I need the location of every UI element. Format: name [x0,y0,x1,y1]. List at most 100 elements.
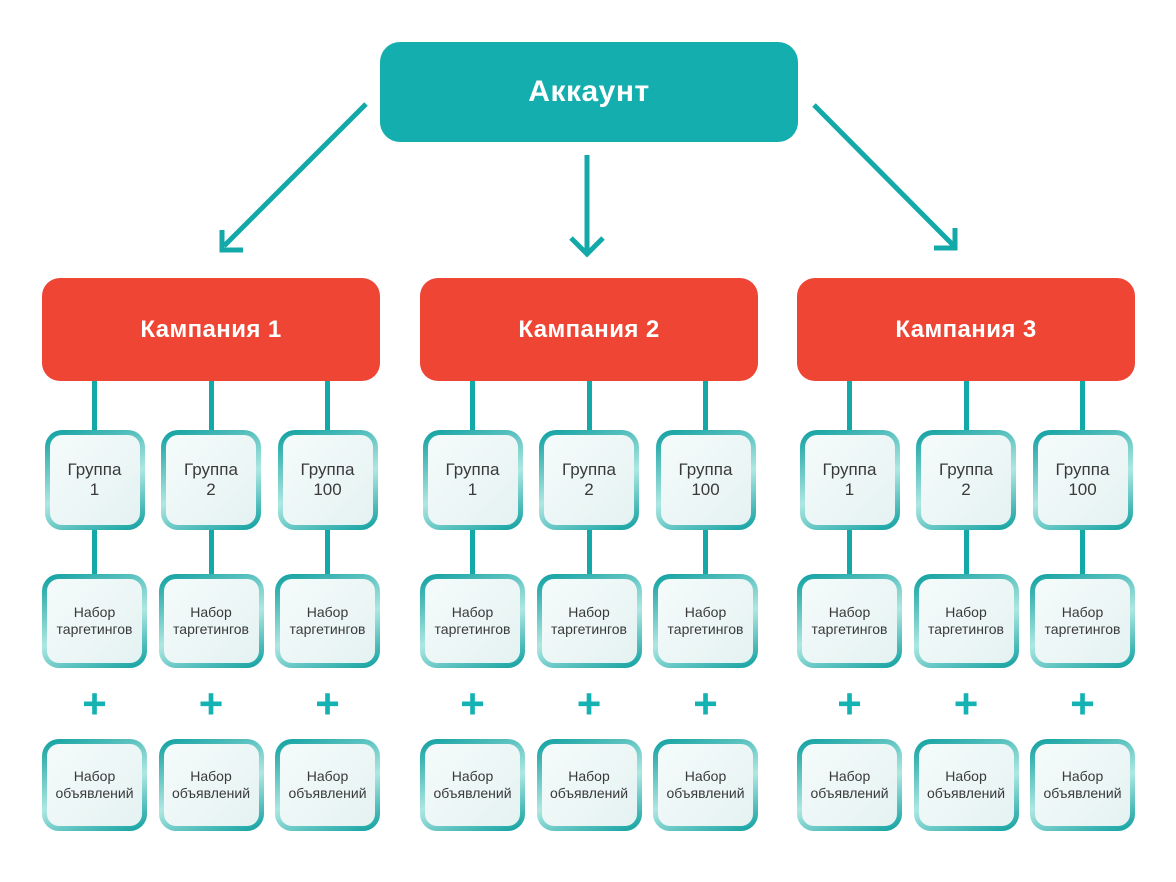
connector-line [847,381,852,430]
ad-set-label: Набор объявлений [1043,768,1122,801]
connector-line [325,381,330,430]
connector-line [470,381,475,430]
targeting-set-label: Набор таргетингов [811,604,888,637]
ad-set-label: Набор объявлений [549,768,629,801]
ad-set-box: Набор объявлений [913,739,1019,831]
group-box: Группа 2 [161,430,261,530]
connector-line [470,530,475,574]
group-column: Группа 2 Набор таргетингов + Набор объяв… [158,381,264,831]
connector-line [325,530,330,574]
plus-sign: + [315,679,340,727]
targeting-set-box: Набор таргетингов [653,574,758,668]
group-column: Группа 100 Набор таргетингов + Набор объ… [275,381,380,831]
ad-set-box: Набор объявлений [797,739,902,831]
targeting-set-label: Набор таргетингов [434,604,511,637]
ad-set-box: Набор объявлений [420,739,525,831]
group-columns: Группа 1 Набор таргетингов + Набор объяв… [797,381,1135,831]
group-label: Группа 2 [184,459,238,499]
group-label: Группа 100 [678,459,733,499]
targeting-set-label: Набор таргетингов [289,604,366,637]
ad-set-label: Набор объявлений [288,768,367,801]
ad-set-box: Набор объявлений [158,739,264,831]
ad-set-label: Набор объявлений [171,768,251,801]
group-box: Группа 2 [539,430,639,530]
plus-sign: + [460,679,485,727]
group-label: Группа 2 [562,459,616,499]
ad-set-label: Набор объявлений [666,768,745,801]
account-label: Аккаунт [528,75,650,108]
campaign-box: Кампания 1 [42,278,380,381]
connector-line [1080,530,1085,574]
plus-sign: + [837,679,862,727]
campaign-label: Кампания 3 [895,315,1037,343]
ad-set-label: Набор объявлений [810,768,889,801]
plus-sign: + [693,679,718,727]
ad-set-box: Набор объявлений [1030,739,1135,831]
targeting-set-box: Набор таргетингов [275,574,380,668]
targeting-set-box: Набор таргетингов [536,574,642,668]
connector-line [963,381,969,430]
group-column: Группа 1 Набор таргетингов + Набор объяв… [420,381,525,831]
group-label: Группа 1 [822,459,877,499]
group-column: Группа 100 Набор таргетингов + Набор объ… [1030,381,1135,831]
targeting-set-label: Набор таргетингов [667,604,744,637]
group-label: Группа 1 [445,459,500,499]
arrow-right-line [812,103,955,247]
ad-set-box: Набор объявлений [42,739,147,831]
ad-set-label: Набор объявлений [433,768,512,801]
group-box: Группа 1 [44,430,145,530]
targeting-set-label: Набор таргетингов [56,604,133,637]
campaign-label: Кампания 1 [140,315,282,343]
targeting-set-box: Набор таргетингов [1030,574,1135,668]
arrow-right-head [934,228,958,251]
targeting-set-box: Набор таргетингов [158,574,264,668]
group-box: Группа 2 [916,430,1016,530]
group-column: Группа 1 Набор таргетингов + Набор объяв… [42,381,147,831]
targeting-set-label: Набор таргетингов [928,604,1004,637]
campaign-section-3: Кампания 3 Группа 1 Набор таргетингов + … [797,278,1135,831]
ad-set-box: Набор объявлений [653,739,758,831]
group-label: Группа 2 [939,459,993,499]
connector-line [963,530,969,574]
plus-sign: + [198,679,224,727]
targeting-set-box: Набор таргетингов [420,574,525,668]
group-box: Группа 1 [799,430,900,530]
campaign-box: Кампания 2 [420,278,758,381]
campaign-box: Кампания 3 [797,278,1135,381]
targeting-set-box: Набор таргетингов [797,574,902,668]
group-columns: Группа 1 Набор таргетингов + Набор объяв… [42,381,380,831]
group-column: Группа 100 Набор таргетингов + Набор объ… [653,381,758,831]
plus-sign: + [1070,679,1095,727]
group-box: Группа 100 [1032,430,1133,530]
arrow-left-line [222,102,368,248]
account-box: Аккаунт [380,42,798,142]
campaign-section-1: Кампания 1 Группа 1 Набор таргетингов + … [42,278,380,831]
connector-line [208,530,214,574]
connector-line [1080,381,1085,430]
connector-line [847,530,852,574]
plus-sign: + [576,679,602,727]
targeting-set-box: Набор таргетингов [913,574,1019,668]
group-box: Группа 1 [422,430,523,530]
targeting-set-label: Набор таргетингов [173,604,249,637]
connector-line [208,381,214,430]
plus-sign: + [82,679,107,727]
ad-set-label: Набор объявлений [926,768,1006,801]
connector-line [92,530,97,574]
plus-sign: + [953,679,979,727]
connector-line [586,530,592,574]
targeting-set-box: Набор таргетингов [42,574,147,668]
arrow-middle-head [569,236,605,258]
connector-line [92,381,97,430]
group-label: Группа 100 [300,459,355,499]
ad-set-label: Набор объявлений [55,768,134,801]
group-box: Группа 100 [655,430,756,530]
ad-set-box: Набор объявлений [536,739,642,831]
campaign-section-2: Кампания 2 Группа 1 Набор таргетингов + … [420,278,758,831]
campaign-label: Кампания 2 [518,315,660,343]
group-column: Группа 1 Набор таргетингов + Набор объяв… [797,381,902,831]
group-label: Группа 100 [1055,459,1110,499]
group-box: Группа 100 [277,430,378,530]
group-label: Группа 1 [67,459,122,499]
